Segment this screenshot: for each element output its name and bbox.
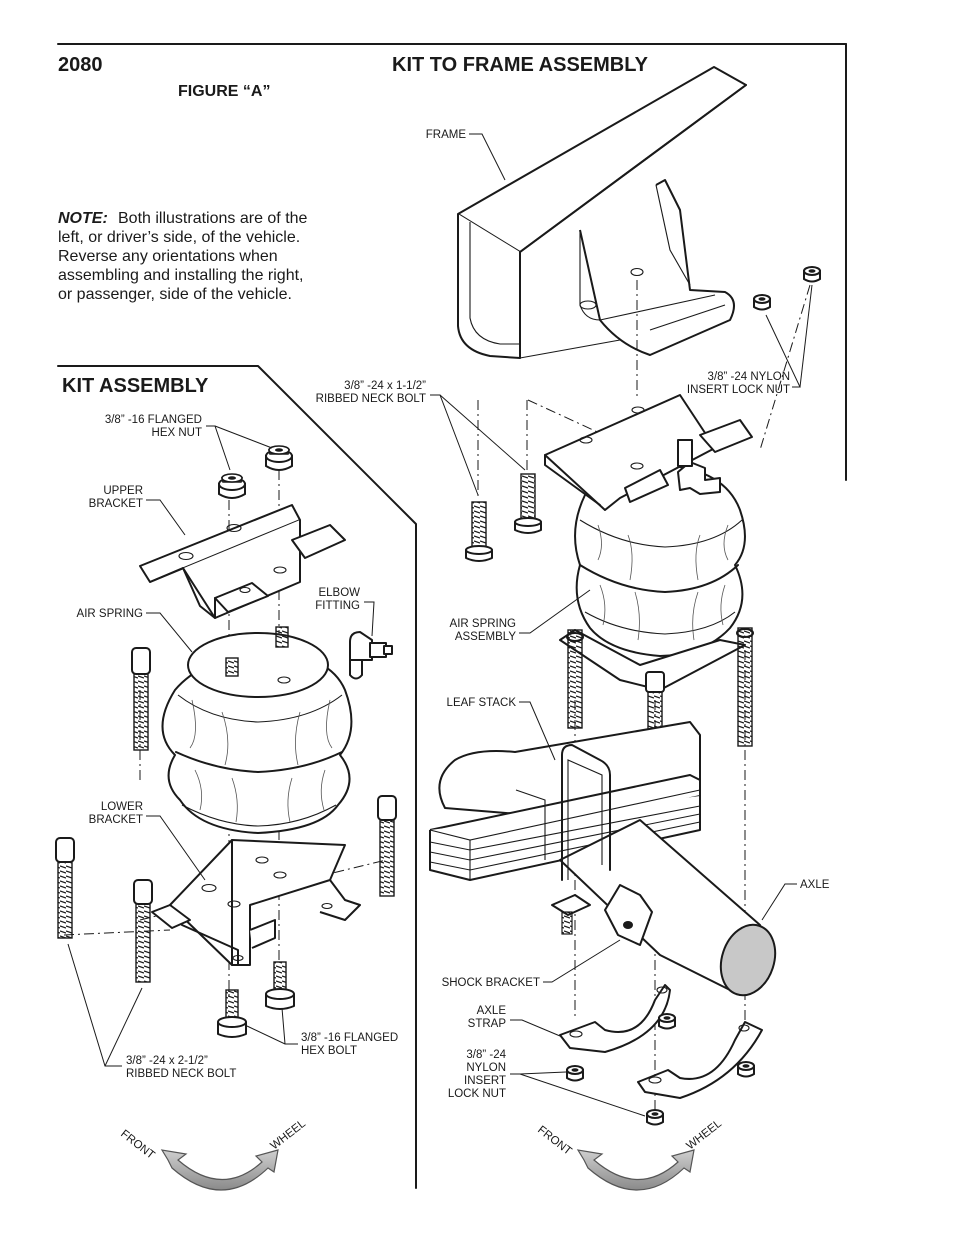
label-leaf-stack: LEAF STACK bbox=[447, 697, 556, 761]
note-block: NOTE: Both illustrations are of the left… bbox=[58, 210, 308, 303]
svg-text:FRAME: FRAME bbox=[426, 129, 467, 141]
note-line: or passenger, side of the vehicle. bbox=[58, 286, 292, 303]
nylon-lock-nut bbox=[803, 266, 821, 283]
note-line: assembling and installing the right, bbox=[58, 267, 303, 284]
nylon-lock-nut bbox=[753, 294, 771, 311]
ribbed-neck-bolt bbox=[465, 501, 493, 562]
u-bolt bbox=[561, 744, 611, 881]
orientation-indicator: FRONT WHEEL bbox=[118, 1117, 309, 1191]
label-frame: FRAME bbox=[426, 129, 506, 181]
axle-end bbox=[719, 923, 777, 997]
label-shock-bracket: SHOCK BRACKET bbox=[442, 939, 621, 989]
label-ribbed-neck-bolt: 3/8” -24 x 1-1/2” RIBBED NECK BOLT bbox=[316, 380, 526, 496]
note-line: Reverse any orientations when bbox=[58, 248, 278, 265]
svg-text:FRONT: FRONT bbox=[118, 1128, 157, 1162]
ribbed-neck-bolt bbox=[737, 627, 753, 747]
orientation-arrow-icon bbox=[576, 1149, 695, 1191]
svg-text:ELBOW: ELBOW bbox=[318, 587, 360, 599]
svg-text:HEX NUT: HEX NUT bbox=[152, 427, 202, 439]
svg-text:RIBBED NECK BOLT: RIBBED NECK BOLT bbox=[316, 393, 426, 405]
svg-text:FRONT: FRONT bbox=[535, 1124, 574, 1158]
frame-rail bbox=[457, 66, 747, 359]
ribbed-neck-bolt bbox=[55, 837, 75, 939]
svg-text:BRACKET: BRACKET bbox=[89, 498, 143, 510]
axle-strap bbox=[637, 1021, 763, 1099]
shock-bracket bbox=[551, 884, 653, 946]
svg-text:3/8” -24 x 2-1/2”: 3/8” -24 x 2-1/2” bbox=[126, 1055, 208, 1067]
svg-text:STRAP: STRAP bbox=[468, 1018, 507, 1030]
ribbed-neck-bolt bbox=[377, 795, 397, 897]
svg-text:AIR SPRING: AIR SPRING bbox=[77, 608, 144, 620]
svg-text:3/8” -24: 3/8” -24 bbox=[466, 1049, 506, 1061]
nylon-lock-nut bbox=[737, 1061, 755, 1078]
svg-text:INSERT: INSERT bbox=[464, 1075, 506, 1087]
svg-text:SHOCK BRACKET: SHOCK BRACKET bbox=[442, 977, 540, 989]
svg-text:ASSEMBLY: ASSEMBLY bbox=[455, 631, 516, 643]
svg-text:WHEEL: WHEEL bbox=[684, 1117, 724, 1152]
leaf-stack bbox=[429, 721, 701, 881]
upper-bracket bbox=[139, 504, 346, 619]
label-nylon-lock-nut-bottom: 3/8” -24 NYLON INSERT LOCK NUT bbox=[448, 1049, 646, 1117]
ribbed-neck-bolt bbox=[514, 473, 542, 534]
note-line: left, or driver’s side, of the vehicle. bbox=[58, 229, 300, 246]
nylon-lock-nut bbox=[646, 1109, 664, 1126]
svg-text:AXLE: AXLE bbox=[800, 879, 830, 891]
label-axle: AXLE bbox=[761, 879, 830, 921]
flanged-hex-bolt bbox=[265, 961, 295, 1010]
svg-text:INSERT LOCK NUT: INSERT LOCK NUT bbox=[687, 384, 790, 396]
axle-strap bbox=[559, 984, 671, 1053]
orientation-arrow-icon bbox=[160, 1149, 279, 1191]
svg-text:LOWER: LOWER bbox=[101, 801, 143, 813]
label-lower-bracket: LOWER BRACKET bbox=[89, 801, 206, 881]
label-air-spring-assembly: AIR SPRING ASSEMBLY bbox=[450, 589, 591, 643]
label-nylon-lock-nut-top: 3/8” -24 NYLON INSERT LOCK NUT bbox=[687, 284, 813, 396]
label-axle-strap: AXLE STRAP bbox=[468, 1005, 561, 1037]
ribbed-neck-bolt bbox=[131, 647, 151, 751]
elbow-fitting bbox=[349, 631, 393, 680]
svg-text:AIR SPRING: AIR SPRING bbox=[450, 618, 517, 630]
svg-text:3/8” -16 FLANGED: 3/8” -16 FLANGED bbox=[301, 1032, 398, 1044]
label-air-spring: AIR SPRING bbox=[77, 608, 193, 653]
svg-text:LOCK NUT: LOCK NUT bbox=[448, 1088, 506, 1100]
flanged-hex-nut bbox=[265, 445, 293, 471]
svg-text:HEX BOLT: HEX BOLT bbox=[301, 1045, 357, 1057]
part-number: 2080 bbox=[58, 54, 103, 76]
nylon-lock-nut bbox=[658, 1013, 676, 1030]
flanged-hex-bolt bbox=[217, 989, 247, 1038]
note-line: Both illustrations are of the bbox=[118, 210, 308, 227]
svg-text:LEAF STACK: LEAF STACK bbox=[447, 697, 517, 709]
note-label: NOTE: bbox=[58, 210, 108, 227]
svg-text:BRACKET: BRACKET bbox=[89, 814, 143, 826]
lower-bracket bbox=[151, 839, 361, 966]
label-flanged-hex-nut: 3/8” -16 FLANGED HEX NUT bbox=[105, 414, 273, 471]
ribbed-neck-bolt bbox=[567, 629, 583, 729]
figure-label: FIGURE “A” bbox=[178, 83, 270, 100]
svg-text:3/8” -24 NYLON: 3/8” -24 NYLON bbox=[708, 371, 790, 383]
kit-assembly-frame bbox=[57, 365, 417, 1189]
kit-assembly-title: KIT ASSEMBLY bbox=[62, 375, 209, 397]
label-flanged-hex-bolt: 3/8” -16 FLANGED HEX BOLT bbox=[246, 1007, 398, 1057]
svg-text:3/8” -16 FLANGED: 3/8” -16 FLANGED bbox=[105, 414, 202, 426]
svg-text:3/8” -24 x 1-1/2”: 3/8” -24 x 1-1/2” bbox=[344, 380, 426, 392]
label-upper-bracket: UPPER BRACKET bbox=[89, 485, 186, 536]
orientation-indicator: FRONT WHEEL bbox=[535, 1117, 725, 1191]
frame-centerlines bbox=[477, 280, 811, 1115]
label-ribbed-neck-bolt: 3/8” -24 x 2-1/2” RIBBED NECK BOLT bbox=[67, 943, 236, 1080]
svg-text:AXLE: AXLE bbox=[477, 1005, 507, 1017]
flanged-hex-nut bbox=[218, 473, 246, 499]
svg-text:UPPER: UPPER bbox=[103, 485, 143, 497]
ribbed-neck-bolt bbox=[133, 879, 153, 983]
svg-text:NYLON: NYLON bbox=[466, 1062, 506, 1074]
svg-text:WHEEL: WHEEL bbox=[268, 1117, 308, 1152]
page-title: KIT TO FRAME ASSEMBLY bbox=[392, 54, 649, 76]
svg-text:FITTING: FITTING bbox=[315, 600, 360, 612]
svg-text:RIBBED NECK BOLT: RIBBED NECK BOLT bbox=[126, 1068, 236, 1080]
axle bbox=[559, 819, 777, 997]
label-elbow-fitting: ELBOW FITTING bbox=[315, 587, 375, 637]
nylon-lock-nut bbox=[566, 1065, 584, 1082]
air-spring bbox=[161, 626, 353, 834]
